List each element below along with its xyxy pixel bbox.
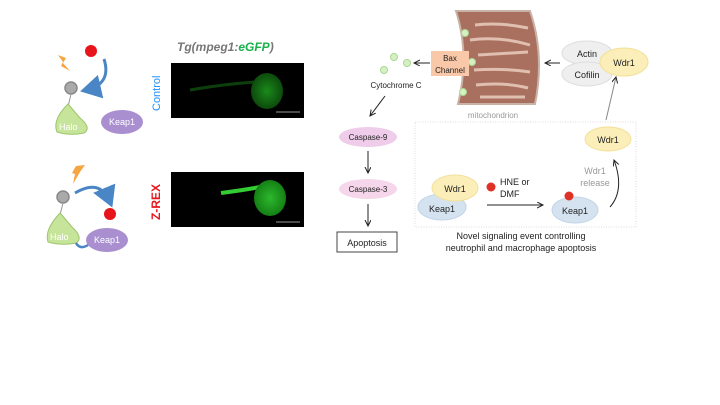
zrex-schematic: Halo Keap1 [46,165,128,252]
keap1-ellipse [86,228,128,252]
arrow-cyto-casp9 [370,95,386,116]
arrow-up [605,77,616,121]
electrophile-dot [85,45,97,57]
halo-label: Halo [50,232,69,242]
wdr1-label: Wdr1 [613,58,635,68]
release-arrow [609,160,619,208]
photocage-circle [56,190,70,204]
caspase9-ellipse [339,127,397,147]
caspase3-label: Caspase-3 [349,185,388,194]
apoptosis-label: Apoptosis [347,238,387,248]
control-label: Control [151,76,163,111]
caption-line2: neutrophil and macrophage apoptosis [446,243,597,253]
wdr1-ellipse [599,47,649,77]
panel-title: Tg(mpeg1:eGFP) [177,40,274,54]
wdr1-bound-label: Wdr1 [444,184,466,194]
wdr1-release-line1: Wdr1 [584,166,606,176]
caspase9-label: Caspase-9 [349,133,388,142]
hne-line2: DMF [500,189,520,199]
lightning-icon [72,165,85,184]
actin-label: Actin [577,49,597,59]
release-arrow [80,58,108,99]
lightning-icon [58,55,70,71]
control-micrograph [171,63,304,118]
electrophile-dot [564,191,574,201]
hne-line1: HNE or [500,177,530,187]
keap1-left-label: Keap1 [429,204,455,214]
cytochrome-c-dots [380,53,411,74]
mitochondrion-illustration [454,10,540,105]
bax-channel-box [431,51,469,76]
cytochrome-c-label: Cytochrome C [370,81,421,90]
wdr1-release-line2: release [580,178,610,188]
halo-shape [55,103,88,135]
signaling-box [414,121,637,228]
bax-label: Bax [443,54,457,63]
apoptosis-box [336,231,398,253]
caption-line1: Novel signaling event controlling [456,231,585,241]
cofilin-label: Cofilin [574,70,599,80]
keap1-ellipse [101,110,143,134]
mitochondrion-label: mitochondrion [468,111,518,120]
keap1-right-label: Keap1 [562,206,588,216]
electrophile-dot [486,182,496,192]
keap1-right-ellipse [551,196,599,224]
wdr1-released-label: Wdr1 [597,135,619,145]
wdr1-bound-ellipse [431,174,479,202]
release-arrow [74,183,116,208]
photocage-circle [64,81,78,95]
halo-label: Halo [59,122,78,132]
halo-shape [46,212,80,245]
control-schematic: Halo Keap1 [55,45,143,135]
conjugation-link [74,242,89,249]
wdr1-released-ellipse [584,126,632,152]
keap1-label: Keap1 [109,117,135,127]
electrophile-dot [104,208,116,220]
zrex-label: Z-REX [149,184,163,220]
zrex-micrograph [171,172,304,227]
keap1-label: Keap1 [94,235,120,245]
channel-label: Channel [435,66,465,75]
caspase3-ellipse [339,179,397,199]
